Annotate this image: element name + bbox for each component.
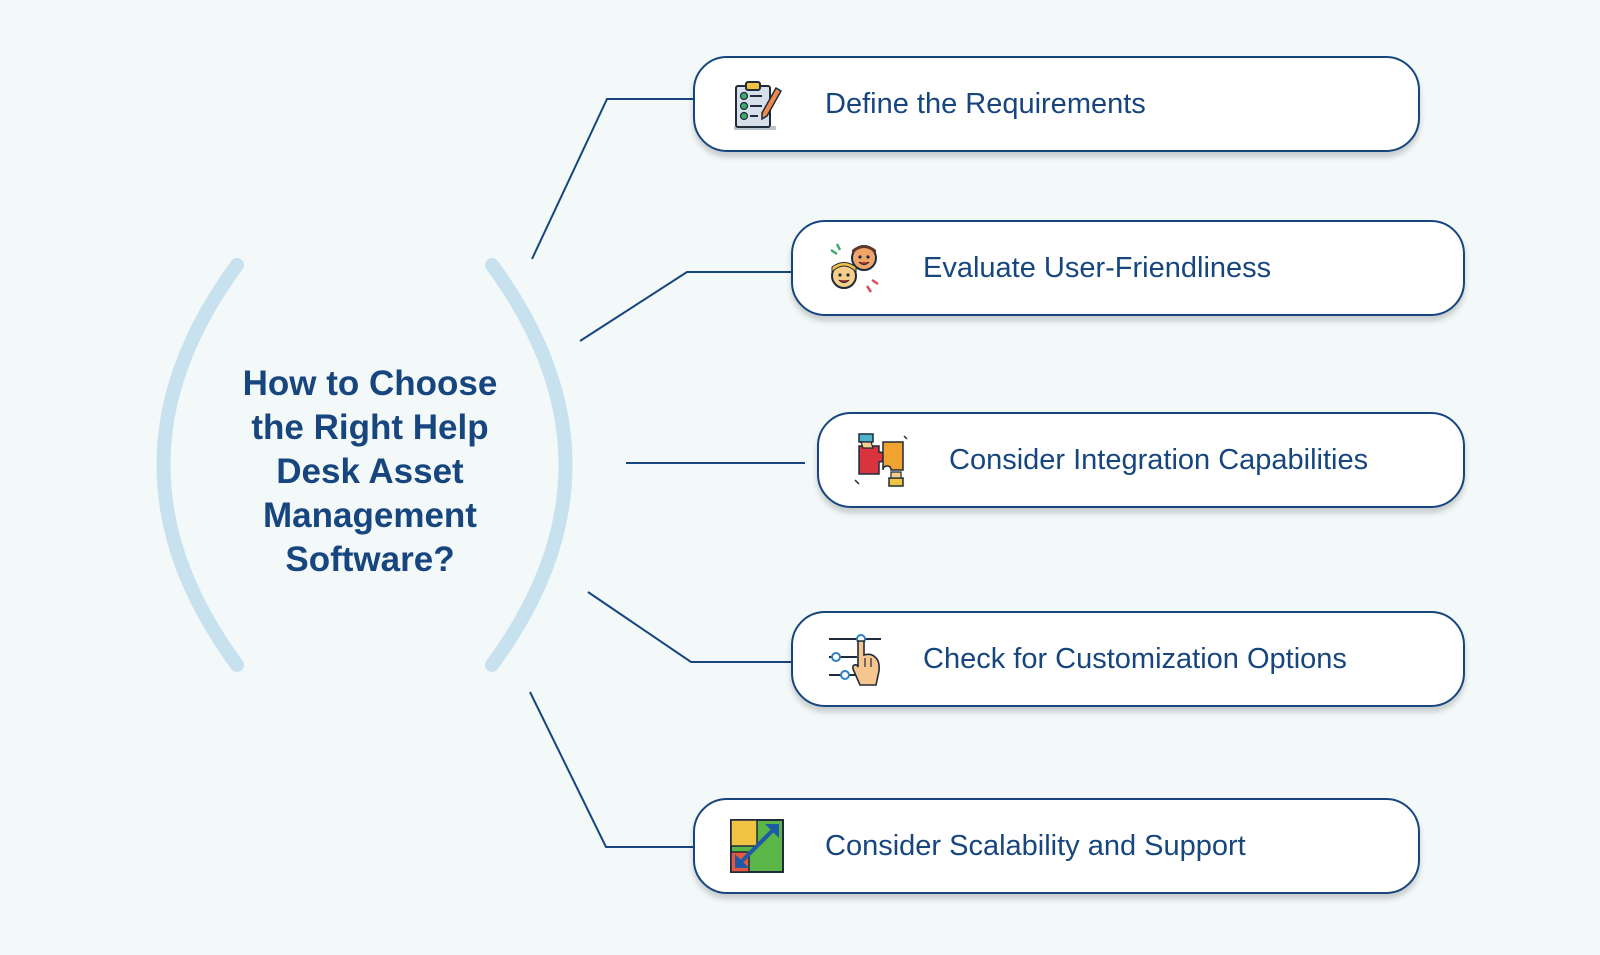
diagram-title: How to Choose the Right Help Desk Asset … [195,362,545,582]
left-bracket [156,258,244,672]
slider-tap-hand-icon [829,634,881,686]
resize-arrow-chart-icon [730,819,784,873]
step-label: Define the Requirements [825,87,1146,120]
connector-4 [587,591,791,663]
title-line-1: How to Choose [242,364,498,403]
title-line-3: Desk Asset [276,452,464,491]
step-label: Check for Customization Options [923,642,1347,675]
step-label: Evaluate User-Friendliness [923,251,1272,284]
puzzle-hands-icon [854,433,908,487]
step-card-integration: Consider Integration Capabilities [817,412,1465,508]
connector-2 [579,271,791,342]
step-label: Consider Integration Capabilities [949,443,1369,476]
step-card-user-friendliness: Evaluate User-Friendliness [791,220,1465,316]
step-card-scalability: Consider Scalability and Support [693,798,1420,894]
title-line-2: the Right Help [251,408,489,447]
title-line-4: Management [263,496,477,535]
connector-5 [529,691,693,848]
step-label: Consider Scalability and Support [825,829,1246,862]
step-card-define-requirements: Define the Requirements [693,56,1420,152]
connector-1 [531,98,693,260]
title-line-5: Software? [285,540,455,579]
right-bracket [485,258,573,672]
checklist-clipboard-icon [734,81,783,130]
happy-faces-icon [830,243,879,293]
step-card-customization: Check for Customization Options [791,611,1465,707]
